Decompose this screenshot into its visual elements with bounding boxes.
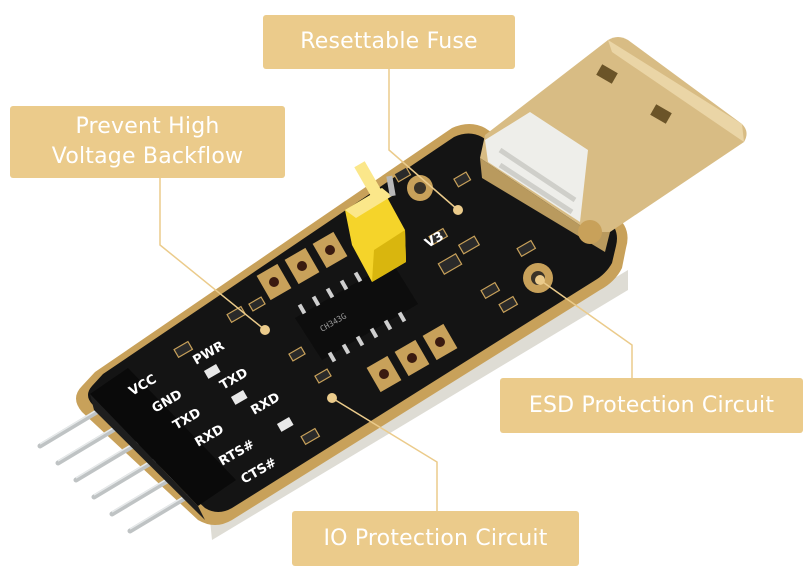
- callout-resettable-fuse-text: Resettable Fuse: [300, 29, 478, 54]
- leader-lines: [159, 69, 633, 511]
- leader-fuse: [388, 69, 459, 211]
- male-pin-header: [37, 368, 236, 534]
- leader-dots: [260, 205, 545, 403]
- usb-mounting-pad: [578, 220, 602, 244]
- callout-io-protection: IO Protection Circuit: [292, 511, 579, 566]
- callout-io-protection-text: IO Protection Circuit: [323, 525, 548, 551]
- leader-backflow: [159, 178, 266, 331]
- leader-dot-io: [327, 393, 337, 403]
- header-pads-lower: [366, 323, 458, 393]
- header-pads-upper: [256, 231, 348, 301]
- leader-esd: [539, 279, 633, 378]
- smd-components: [173, 166, 537, 446]
- callout-esd-protection: ESD Protection Circuit: [500, 378, 803, 433]
- yellow-jumper: [345, 161, 406, 282]
- status-leds: [203, 364, 294, 432]
- leader-io: [331, 397, 438, 511]
- callout-prevent-backflow-line2: Voltage Backflow: [51, 144, 244, 169]
- leader-dot-esd: [535, 275, 545, 285]
- callout-esd-protection-text: ESD Protection Circuit: [528, 392, 775, 418]
- callout-prevent-backflow-line1: Prevent High: [75, 114, 220, 139]
- leader-dot-backflow: [260, 325, 270, 335]
- usb-connector: [480, 37, 747, 252]
- leader-dot-fuse: [453, 205, 463, 215]
- callout-resettable-fuse: Resettable Fuse: [263, 15, 515, 69]
- callout-prevent-backflow: Prevent High Voltage Backflow: [10, 106, 285, 178]
